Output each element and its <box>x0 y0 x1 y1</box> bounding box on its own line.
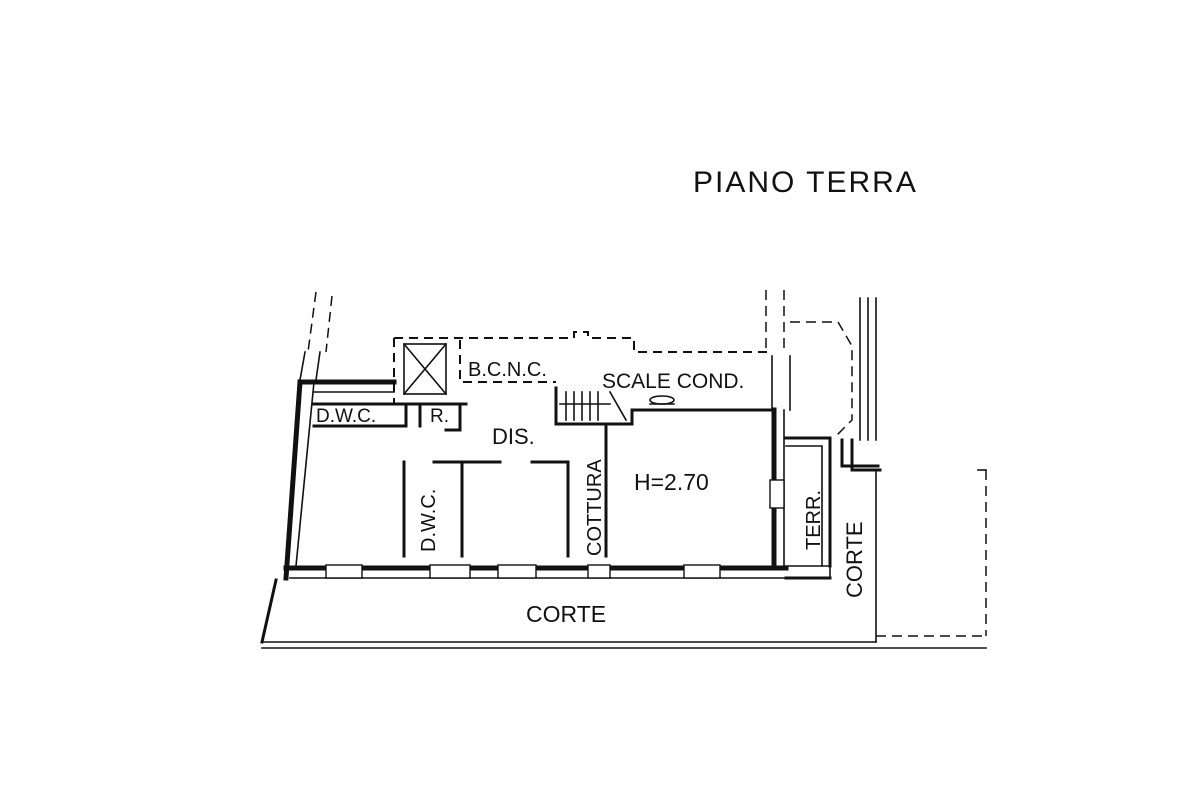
height-label: H=2.70 <box>634 469 709 495</box>
right-boundary-lines <box>765 290 882 472</box>
terr-label: TERR. <box>803 490 825 550</box>
r-label: R. <box>430 406 449 427</box>
cottura-label: COTTURA <box>584 459 606 556</box>
dwc-vertical-label: D.W.C. <box>418 489 440 552</box>
courtyard-boundary <box>260 469 987 649</box>
plan-title: PIANO TERRA <box>693 166 918 199</box>
bcnc-label: B.C.N.C. <box>468 359 547 381</box>
bcnc-area <box>393 331 770 404</box>
bottom-windows <box>325 479 785 579</box>
scale-cond-label: SCALE COND. <box>602 370 744 393</box>
corte-right-label: CORTE <box>842 521 867 598</box>
top-service-rooms <box>312 402 468 432</box>
dis-label: DIS. <box>492 424 535 449</box>
dwc-top-label: D.W.C. <box>316 406 376 427</box>
lower-partitions <box>402 424 608 558</box>
stair-block <box>554 386 776 426</box>
corte-bottom-label: CORTE <box>526 601 606 627</box>
left-boundary-lines <box>299 291 333 381</box>
